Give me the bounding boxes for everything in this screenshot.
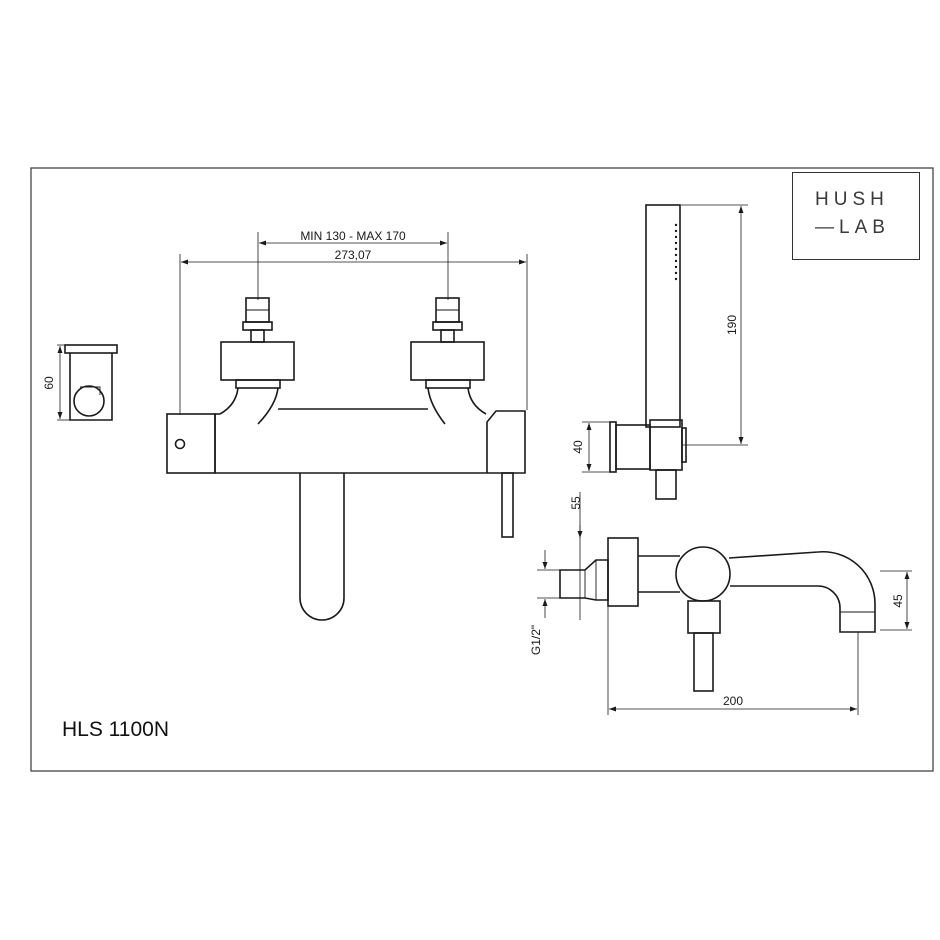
overall-width-label: 273,07	[335, 248, 372, 262]
spacing-range-label: MIN 130 - MAX 170	[300, 229, 406, 243]
mixer-side-view: 55 G1/2" 45 200	[529, 492, 912, 715]
spout-projection-label: 200	[723, 694, 743, 708]
connection-depth-label: 55	[569, 496, 583, 510]
brand-line-1: HUSH	[815, 189, 889, 210]
model-number: HLS 1100N	[62, 718, 170, 741]
holder-height-label: 60	[42, 376, 56, 390]
spout-height-label: 45	[891, 594, 905, 608]
wall-bracket-label: 40	[571, 440, 585, 454]
shower-length-label: 190	[725, 315, 739, 335]
hand-shower-view: 190 40	[571, 204, 748, 500]
brand-line-2: —LAB	[815, 217, 890, 238]
thread-label: G1/2"	[529, 625, 543, 655]
wall-holder-view: 60	[42, 344, 118, 421]
mixer-front-view: MIN 130 - MAX 170 273,07	[166, 229, 528, 621]
drawing-frame	[30, 167, 934, 772]
brand-logo: HUSH —LAB	[792, 172, 920, 260]
